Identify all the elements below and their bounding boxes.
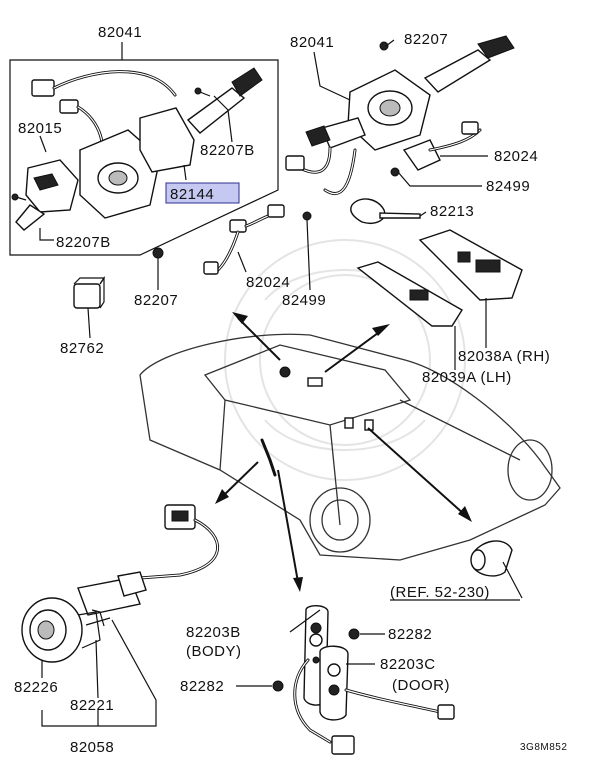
watermark-emblem: [224, 239, 466, 481]
vehicle-outline: [139, 333, 561, 561]
combination-switch-box: [9, 59, 279, 256]
cable-tie: [350, 198, 421, 224]
label-82015: 82015: [18, 120, 62, 137]
label-82207-top: 82207: [404, 31, 448, 48]
leader-lines: [39, 39, 520, 727]
label-82499-mid: 82499: [282, 292, 326, 309]
label-82226: 82226: [14, 679, 58, 696]
label-82041-left: 82041: [98, 24, 142, 41]
label-82024-right: 82024: [494, 148, 538, 165]
label-82207b-right: 82207B: [200, 142, 255, 159]
combination-switch-right: [285, 35, 515, 196]
door-switch-ref: [470, 540, 523, 599]
label-82282-top: 82282: [388, 626, 432, 643]
label-door-note: (DOOR): [392, 677, 450, 694]
sub-harness-mid: [203, 204, 312, 275]
label-82213: 82213: [430, 203, 474, 220]
combination-switch-left: [11, 67, 263, 231]
label-82041-right: 82041: [290, 34, 334, 51]
buzzer: [21, 597, 111, 663]
power-window-switch-rh: [418, 229, 523, 301]
label-82762: 82762: [60, 340, 104, 357]
label-82058: 82058: [70, 739, 114, 756]
door-switch-door: [272, 628, 455, 755]
label-82499-right: 82499: [486, 178, 530, 195]
label-82024-mid: 82024: [246, 274, 290, 291]
label-82207b-left: 82207B: [56, 234, 111, 251]
label-82221: 82221: [70, 697, 114, 714]
label-body-note: (BODY): [186, 643, 242, 660]
bolt: [152, 247, 164, 259]
label-ref-52-230: (REF. 52-230): [390, 584, 490, 601]
label-82207-mid: 82207: [134, 292, 178, 309]
label-82038a-rh: 82038A (RH): [458, 348, 550, 365]
part-labels: 82041 82015 82207B 82144 82207B 82041 82…: [14, 24, 567, 756]
highlight-82144: [165, 182, 240, 204]
harness-lower-left: [77, 504, 220, 616]
arrows: [215, 312, 472, 592]
label-82203b: 82203B: [186, 624, 241, 641]
relay: [73, 276, 106, 309]
label-82282-left: 82282: [180, 678, 224, 695]
power-window-switch-lh: [356, 261, 463, 327]
label-82144[interactable]: 82144: [170, 186, 214, 203]
label-82203c: 82203C: [380, 656, 436, 673]
label-82039a-lh: 82039A (LH): [422, 369, 512, 386]
diagram-code: 3G8M852: [520, 742, 567, 753]
